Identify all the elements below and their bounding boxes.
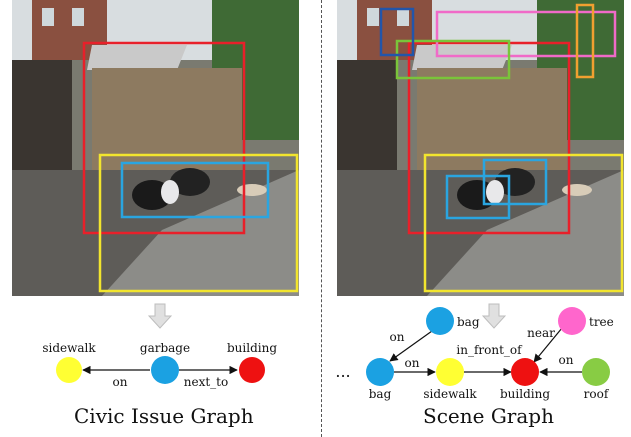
node-bag-top (426, 307, 454, 335)
node-label-building: building (500, 387, 550, 401)
left-scene-photo (12, 0, 299, 296)
left-down-arrow-icon (148, 303, 172, 329)
node-label-garbage: garbage (140, 341, 190, 355)
right-down-arrow-icon (482, 303, 506, 329)
panel-divider (321, 0, 322, 437)
node-label-roof: roof (584, 387, 610, 401)
edge-tree-building (533, 327, 563, 363)
edge-label-on-roof: on (559, 353, 574, 367)
edge-label-near: near (527, 326, 555, 340)
node-bag (366, 358, 394, 386)
edge-label-on-sidewalk: on (405, 356, 420, 370)
edge-label-next-to: next_to (184, 375, 228, 389)
node-label-sidewalk: sidewalk (423, 387, 477, 401)
node-garbage (151, 356, 179, 384)
node-sidewalk (436, 358, 464, 386)
node-building (239, 357, 265, 383)
left-caption: Civic Issue Graph (74, 404, 254, 428)
node-label-sidewalk: sidewalk (42, 341, 96, 355)
edge-label-on-bag: on (390, 330, 405, 344)
node-sidewalk (56, 357, 82, 383)
right-caption: Scene Graph (423, 404, 554, 428)
node-label-tree: tree (589, 315, 614, 329)
node-tree (558, 307, 586, 335)
node-label-building: building (227, 341, 277, 355)
node-label-bag: bag (369, 387, 392, 401)
right-scene-photo (337, 0, 624, 296)
node-building (511, 358, 539, 386)
graph-ellipsis: ... (335, 362, 350, 381)
civic-issue-graph: sidewalk garbage building on next_to (42, 341, 277, 389)
node-roof (582, 358, 610, 386)
edge-label-on: on (113, 375, 128, 389)
scene-graph: ... bag bag sidewalk building tree roof … (335, 307, 614, 401)
edge-bag-bag (389, 330, 433, 362)
edge-label-in-front-of: in_front_of (456, 343, 523, 357)
node-label-bag-top: bag (457, 315, 480, 329)
